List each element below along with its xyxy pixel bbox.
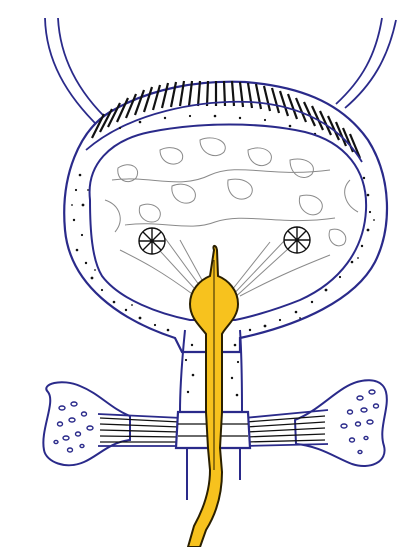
left-ureter xyxy=(45,18,110,128)
right-ureteric-orifice-icon xyxy=(284,227,310,253)
urethral-catheter-path xyxy=(188,246,238,547)
right-ureter xyxy=(336,18,396,108)
left-pubic-bone xyxy=(43,382,130,465)
left-ureteric-orifice-icon xyxy=(139,228,165,254)
